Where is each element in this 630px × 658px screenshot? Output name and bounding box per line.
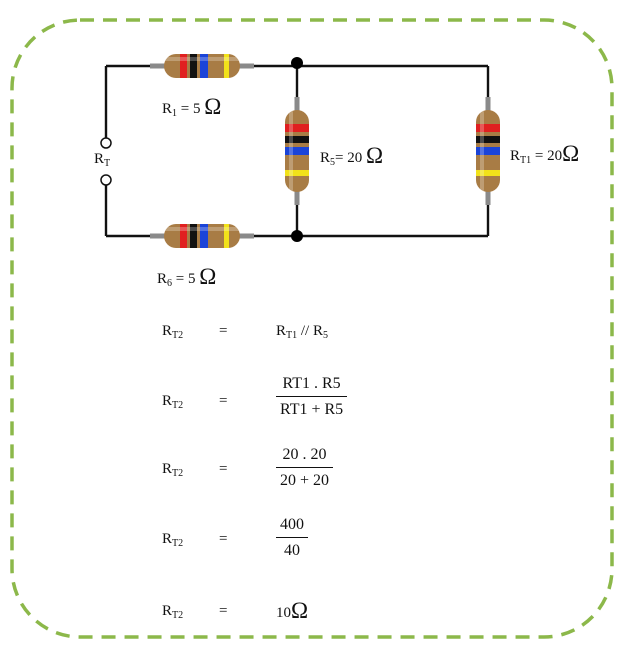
label-r5-sub: 5 [330, 157, 336, 168]
equation-row-2: RT2 = RT1 . R5 RT1 + R5 [0, 372, 630, 432]
terminal-bottom [100, 174, 112, 186]
equation-lhs: RT2 [162, 603, 184, 621]
equals-sign: = [219, 323, 228, 339]
equation-lhs: RT2 [162, 461, 184, 479]
equals-sign: = [219, 531, 228, 547]
label-r1-name: R [162, 101, 173, 117]
ohm-symbol: Ω [204, 94, 222, 119]
fraction-numerator: 20 . 20 [282, 446, 327, 463]
label-rt1: RT1 = 20Ω [510, 142, 579, 166]
equation-row-5: RT2 = 10Ω [0, 598, 630, 658]
fraction: 20 . 20 20 + 20 [276, 446, 334, 489]
equation-row-1: RT2 = RT1 // R5 [0, 324, 630, 384]
ohm-symbol: Ω [562, 141, 580, 166]
label-r1-value: = 5 [180, 101, 201, 117]
dashed-frame [10, 18, 614, 639]
label-r5-name: R [320, 150, 331, 166]
resistor-r1 [150, 54, 254, 78]
junction-top [291, 57, 303, 69]
equation-lhs: RT2 [162, 323, 184, 341]
label-rt: RT [94, 152, 110, 169]
label-rt1-sub: T1 [520, 155, 532, 166]
equals-sign: = [219, 603, 228, 619]
label-rt1-value: = 20 [534, 148, 563, 164]
equation-row-4: RT2 = 400 40 [0, 512, 630, 572]
ohm-symbol: Ω [365, 143, 384, 168]
equals-sign: = [219, 393, 228, 409]
ohm-symbol: Ω [199, 264, 217, 289]
label-rt-name: R [94, 151, 105, 167]
fraction: RT1 . R5 RT1 + R5 [276, 375, 348, 418]
equation-row-3: RT2 = 20 . 20 20 + 20 [0, 442, 630, 502]
label-r1-sub: 1 [172, 108, 178, 119]
label-r5-value: = 20 [335, 150, 363, 166]
junction-bottom [291, 230, 303, 242]
equation-rhs: RT1 // R5 [276, 323, 328, 341]
label-r6-sub: 6 [167, 278, 173, 289]
fraction-numerator: 400 [280, 516, 304, 533]
equation-lhs: RT2 [162, 531, 184, 549]
resistor-r5 [285, 97, 309, 205]
equation-lhs: RT2 [162, 393, 184, 411]
label-rt1-name: R [510, 148, 521, 164]
resistor-rt1 [476, 97, 500, 205]
terminal-top [100, 137, 112, 149]
label-r6-name: R [157, 271, 168, 287]
ohm-symbol: Ω [291, 598, 309, 623]
label-r6: R6 = 5 Ω [157, 265, 216, 289]
fraction-numerator: RT1 . R5 [282, 375, 341, 392]
label-r6-value: = 5 [175, 271, 196, 287]
label-r1: R1 = 5 Ω [162, 95, 221, 119]
label-rt-sub: T [104, 158, 111, 169]
fraction-denominator: 40 [276, 537, 308, 559]
label-r5: R5= 20 Ω [320, 144, 383, 168]
equation-result: 10Ω [276, 599, 308, 622]
fraction-denominator: 20 + 20 [276, 467, 334, 489]
result-value: 10 [276, 605, 291, 621]
resistor-r6 [150, 224, 254, 248]
fraction-denominator: RT1 + R5 [276, 396, 348, 418]
fraction: 400 40 [276, 517, 308, 559]
equals-sign: = [219, 461, 228, 477]
